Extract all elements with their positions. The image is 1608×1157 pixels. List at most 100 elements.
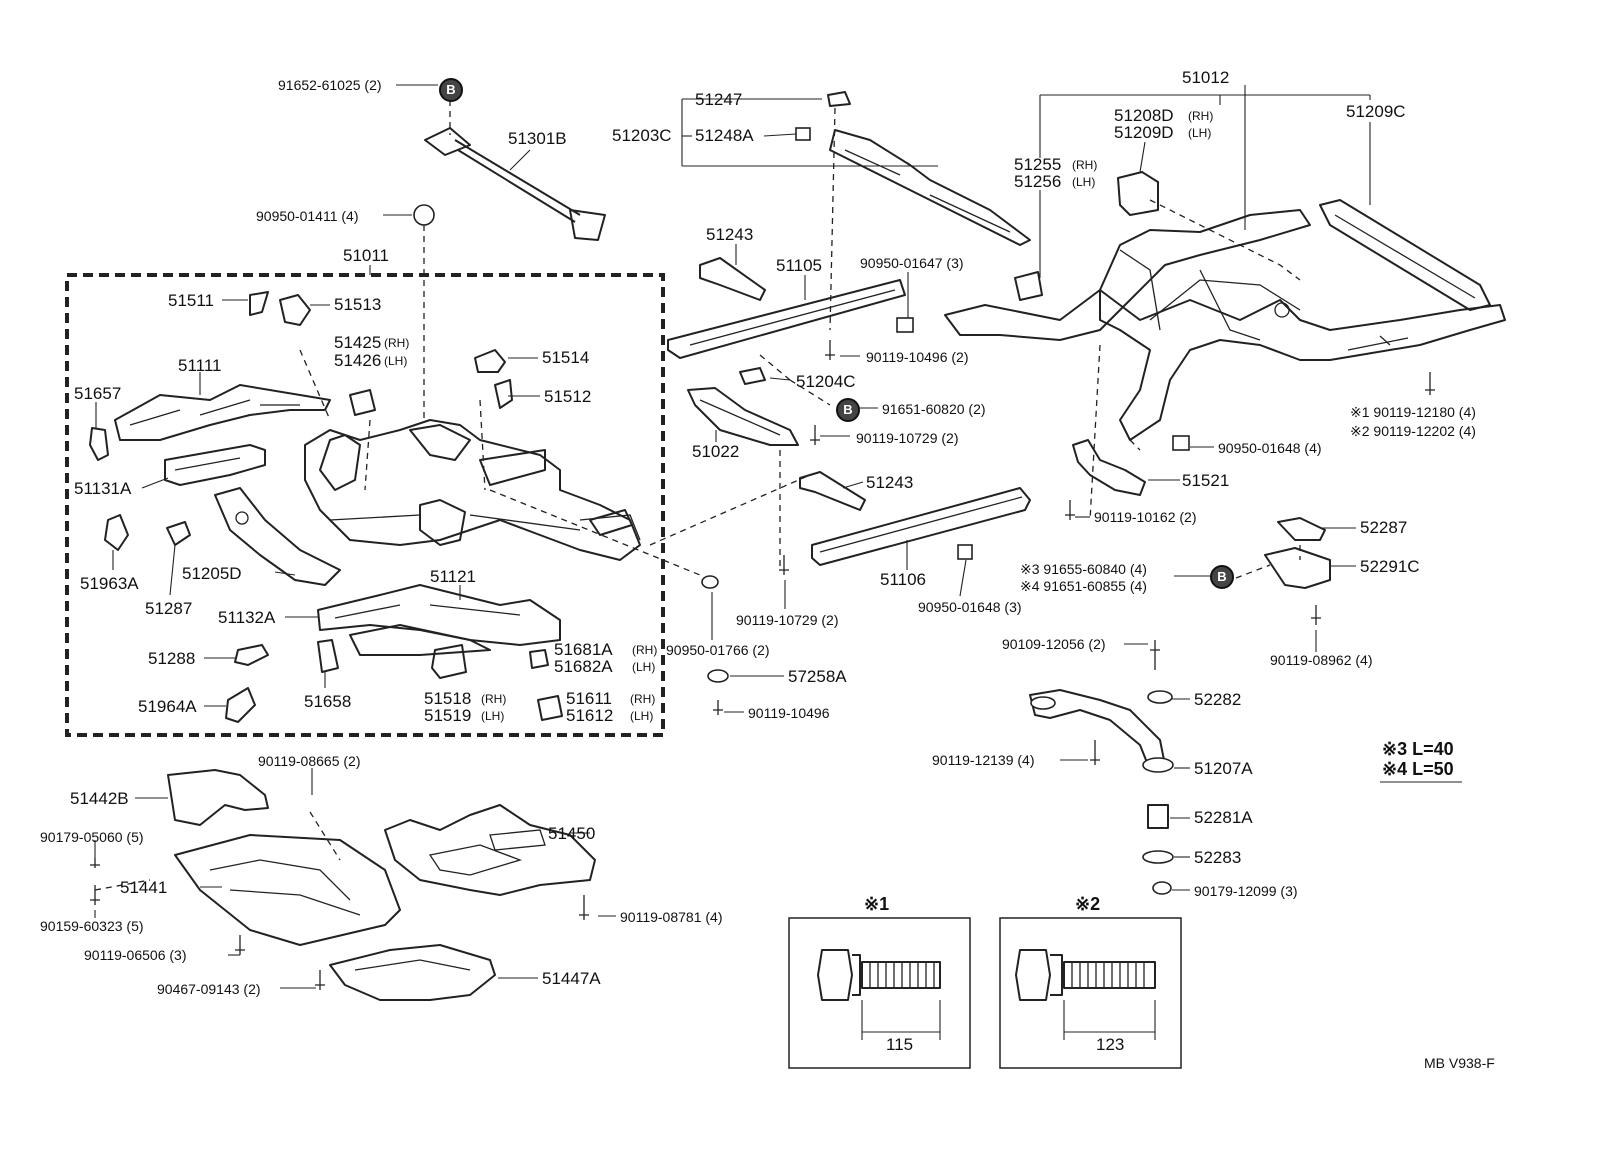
label-51425: 51425 xyxy=(334,333,382,352)
label-51131A: 51131A xyxy=(74,479,132,498)
part-51521 xyxy=(1072,439,1146,496)
label-90950-01411: 90950-01411 (4) xyxy=(256,208,359,224)
label-51205D: 51205D xyxy=(182,564,242,583)
part-51288 xyxy=(234,644,269,666)
label-52282: 52282 xyxy=(1194,690,1242,709)
part-51964A xyxy=(225,687,256,723)
label-51513: 51513 xyxy=(334,295,382,314)
label-90119-10496-2: 90119-10496 (2) xyxy=(866,349,969,365)
part-51301B-brace xyxy=(413,100,606,420)
label-90950-01648-4: 90950-01648 (4) xyxy=(1218,440,1322,456)
part-51207A xyxy=(1029,689,1174,773)
label-91655-60840: ※3 91655-60840 (4) xyxy=(1020,561,1147,577)
label-51442B: 51442B xyxy=(70,789,129,808)
label-90119-12202: ※2 90119-12202 (4) xyxy=(1350,423,1476,439)
label-90119-12180: ※1 90119-12180 (4) xyxy=(1350,404,1476,420)
label-57258A: 57258A xyxy=(788,667,847,686)
label-51425-rh: (RH) xyxy=(384,336,410,350)
label-51106: 51106 xyxy=(880,570,927,589)
label-51287: 51287 xyxy=(145,599,193,618)
label-90179-05060: 90179-05060 (5) xyxy=(40,829,144,845)
label-90109-12056: 90109-12056 (2) xyxy=(1002,636,1106,652)
part-51425 xyxy=(349,389,376,416)
label-51681A: 51681A xyxy=(554,640,613,659)
part-51658 xyxy=(317,639,339,673)
part-52282 xyxy=(1147,690,1173,704)
part-52283 xyxy=(1142,850,1174,864)
label-51450: 51450 xyxy=(548,824,596,843)
label-51511: 51511 xyxy=(168,291,215,310)
part-51203C xyxy=(795,91,1031,331)
part-51518 xyxy=(431,644,467,679)
part-90950-01648-4 xyxy=(1172,435,1190,451)
bolt-detail-2 xyxy=(999,917,1182,1069)
label-91651-60855: ※4 91651-60855 (4) xyxy=(1020,578,1147,594)
label-51519: 51519 xyxy=(424,706,472,725)
label-51519-lh: (LH) xyxy=(481,709,505,723)
label-51447A: 51447A xyxy=(542,969,601,988)
label-51681A-rh: (RH) xyxy=(632,643,658,657)
label-51255: 51255 xyxy=(1014,155,1062,174)
label-90119-10729-a: 90119-10729 (2) xyxy=(856,430,959,446)
part-51512 xyxy=(494,379,513,409)
label-91651-60820: 91651-60820 (2) xyxy=(882,401,986,417)
part-52281A xyxy=(1147,804,1169,829)
label-90119-08781: 90119-08781 (4) xyxy=(620,909,723,925)
part-90179-12099 xyxy=(1152,881,1172,895)
label-51512: 51512 xyxy=(544,387,592,406)
label-51256-lh: (LH) xyxy=(1072,175,1096,189)
label-51208D-rh: (RH) xyxy=(1188,109,1214,123)
b-mark-top: B xyxy=(439,78,463,102)
part-51963A xyxy=(104,514,129,551)
part-51111 xyxy=(114,384,331,441)
label-51514: 51514 xyxy=(542,348,590,367)
label-90119-08665: 90119-08665 (2) xyxy=(258,753,361,769)
bolt-detail-1-title: ※1 xyxy=(864,894,890,914)
diagram-code: MB V938-F xyxy=(1424,1055,1495,1071)
label-51209D-lh: (LH) xyxy=(1188,126,1212,140)
label-51301B: 51301B xyxy=(508,129,567,148)
label-90467-09143: 90467-09143 (2) xyxy=(157,981,261,997)
label-51657: 51657 xyxy=(74,384,122,403)
label-51111: 51111 xyxy=(178,356,222,375)
label-90119-10162: 90119-10162 (2) xyxy=(1094,509,1197,525)
part-51511 xyxy=(249,291,269,316)
part-51131A xyxy=(164,444,266,486)
label-51682A-lh: (LH) xyxy=(632,660,656,674)
note-4: ※4 L=50 xyxy=(1382,759,1454,779)
label-51426-lh: (LH) xyxy=(384,354,408,368)
label-90179-12099: 90179-12099 (3) xyxy=(1194,883,1298,899)
part-51657 xyxy=(89,427,109,461)
label-51247: 51247 xyxy=(695,90,743,109)
label-51209C: 51209C xyxy=(1346,102,1406,121)
label-51243-lower: 51243 xyxy=(866,473,914,492)
label-51963A: 51963A xyxy=(80,574,139,593)
label-52283: 52283 xyxy=(1194,848,1242,867)
part-90950-01766 xyxy=(701,575,719,589)
label-90950-01647: 90950-01647 (3) xyxy=(860,255,964,271)
part-51121 xyxy=(317,584,561,656)
label-51612-lh: (LH) xyxy=(630,709,654,723)
label-90119-10496: 90119-10496 xyxy=(748,705,830,721)
label-51256: 51256 xyxy=(1014,172,1062,191)
label-51243-top: 51243 xyxy=(706,225,754,244)
part-51255 xyxy=(1014,271,1043,301)
label-51208D: 51208D xyxy=(1114,106,1174,125)
part-51012-frame xyxy=(944,199,1506,521)
label-51012: 51012 xyxy=(1182,68,1230,87)
part-51450 xyxy=(384,804,596,896)
note-3: ※3 L=40 xyxy=(1382,739,1454,759)
label-51521: 51521 xyxy=(1182,471,1230,490)
bolt-detail-2-title: ※2 xyxy=(1075,894,1101,914)
part-51681A xyxy=(529,649,549,669)
label-51611: 51611 xyxy=(566,689,613,708)
part-51204C xyxy=(739,367,766,385)
part-51022 xyxy=(687,387,799,446)
part-51106 xyxy=(811,487,1031,566)
part-51287 xyxy=(166,521,191,546)
part-51447A xyxy=(329,944,496,1001)
label-90950-01648-3: 90950-01648 (3) xyxy=(918,599,1022,615)
label-52281A: 52281A xyxy=(1194,808,1253,827)
label-90119-08962: 90119-08962 (4) xyxy=(1270,652,1373,668)
group-51011-box xyxy=(65,273,665,737)
